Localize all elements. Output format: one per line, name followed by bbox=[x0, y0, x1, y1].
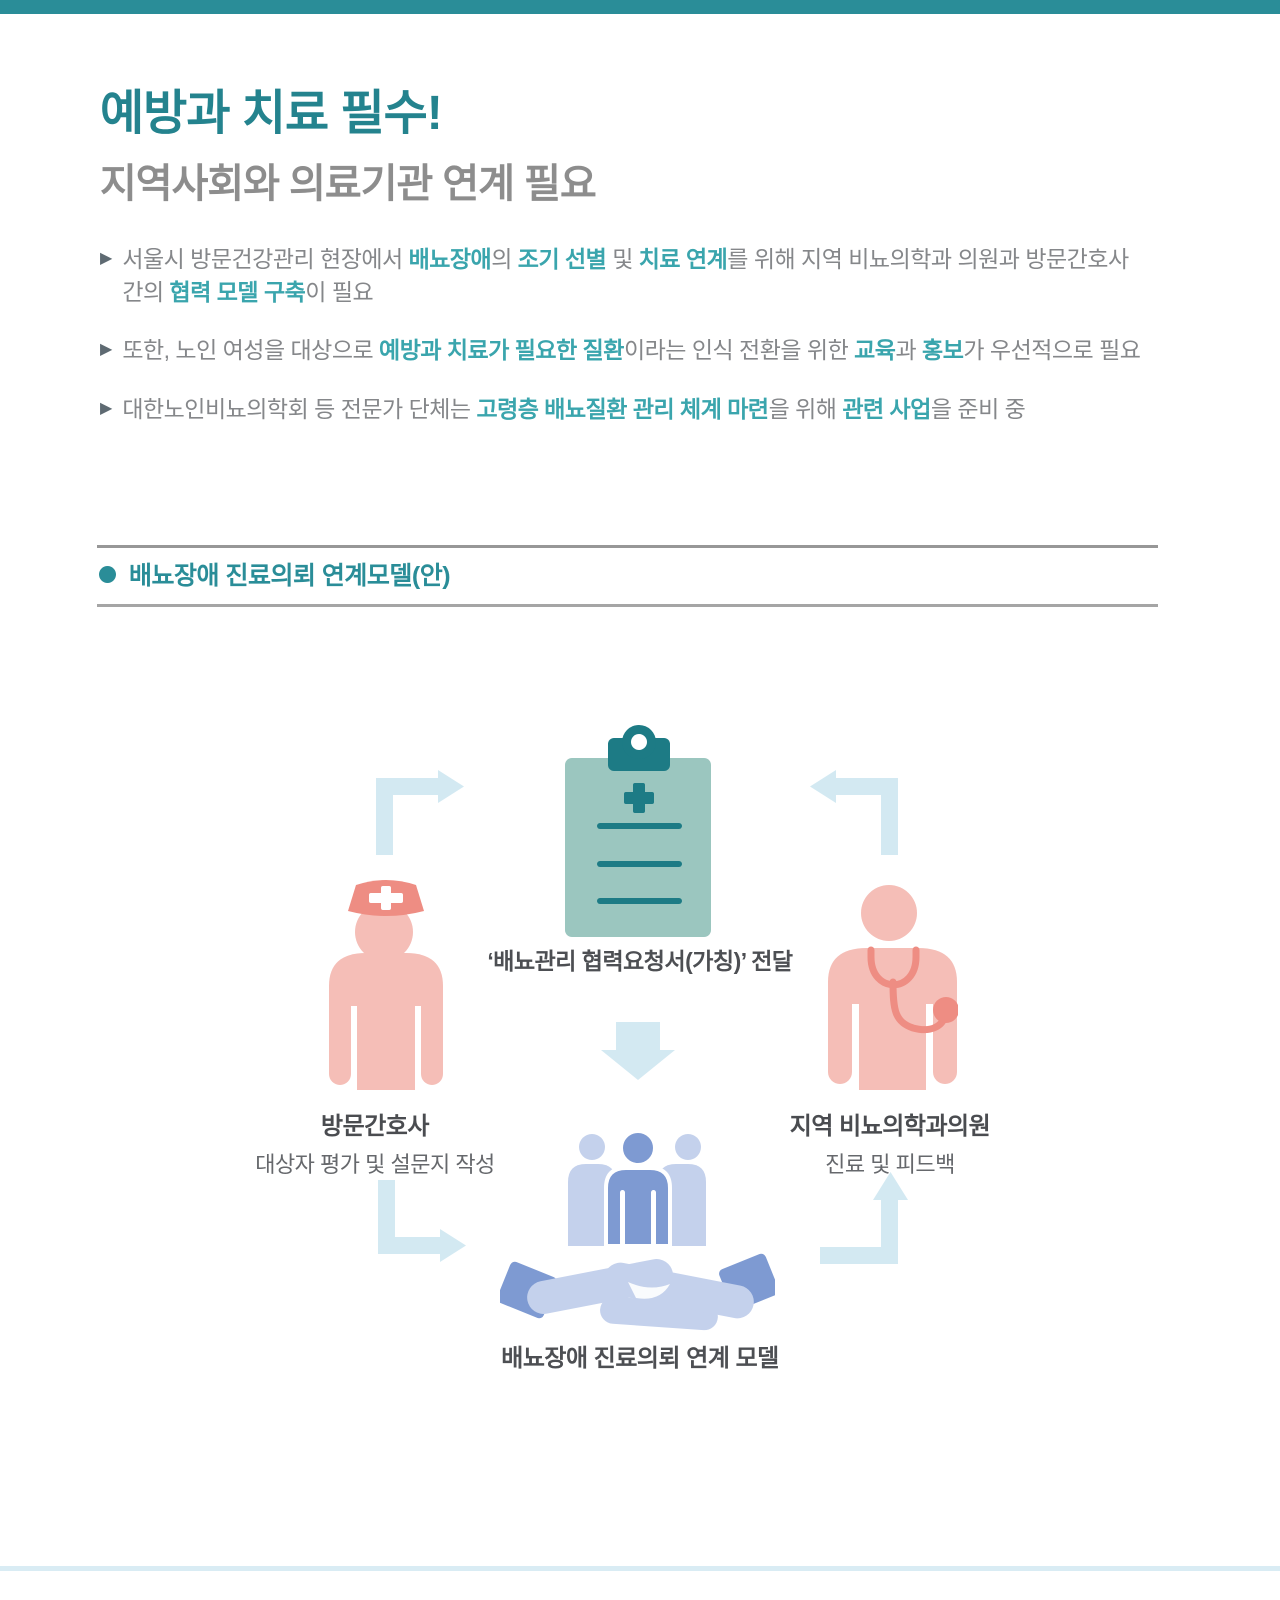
request-label: ‘배뇨관리 협력요청서(가칭)’ 전달 bbox=[487, 948, 793, 974]
doctor-label: 지역 비뇨의학과의원 진료 및 피드백 bbox=[740, 1106, 1040, 1179]
page-title: 예방과 치료 필수! bbox=[100, 87, 443, 140]
arrow-left-icon bbox=[810, 770, 898, 855]
section-header: 배뇨장애 진료의뢰 연계모델(안) bbox=[99, 556, 451, 592]
nurse-title: 방문간호사 bbox=[321, 1113, 429, 1140]
arrow-down-icon bbox=[601, 1022, 675, 1080]
bottom-accent-bar bbox=[0, 1566, 1280, 1571]
triangle-bullet-icon: ▶ bbox=[100, 399, 113, 417]
people-group-icon bbox=[568, 1129, 706, 1246]
section-title: 배뇨장애 진료의뢰 연계모델(안) bbox=[129, 562, 451, 590]
arrow-right-icon bbox=[376, 770, 464, 855]
bullet-text: 서울시 방문건강관리 현장에서 배뇨장애의 조기 선별 및 치료 연계를 위해 … bbox=[122, 246, 1129, 305]
doctor-icon bbox=[828, 885, 958, 1090]
arrow-up-icon bbox=[820, 1172, 908, 1264]
model-label: 배뇨장애 진료의뢰 연계 모델 bbox=[501, 1345, 779, 1372]
top-accent-bar bbox=[0, 0, 1280, 14]
bullet-text: 대한노인비뇨의학회 등 전문가 단체는 고령층 배뇨질환 관리 체계 마련을 위… bbox=[122, 395, 1026, 422]
section-divider-bottom bbox=[97, 604, 1158, 607]
handshake-icon bbox=[500, 1253, 775, 1331]
nurse-desc: 대상자 평가 및 설문지 작성 bbox=[255, 1152, 495, 1177]
triangle-bullet-icon: ▶ bbox=[100, 341, 113, 359]
referral-model-diagram: ‘배뇨관리 협력요청서(가칭)’ 전달 방문간호사 대상자 평가 및 설문지 작… bbox=[0, 620, 1280, 1520]
section-dot-icon bbox=[99, 565, 116, 583]
doctor-title: 지역 비뇨의학과의원 bbox=[789, 1113, 991, 1140]
section-divider-top bbox=[97, 545, 1158, 548]
bullet-list: ▶ 서울시 방문건강관리 현장에서 배뇨장애의 조기 선별 및 치료 연계를 위… bbox=[100, 243, 1150, 452]
bullet-item: ▶ 서울시 방문건강관리 현장에서 배뇨장애의 조기 선별 및 치료 연계를 위… bbox=[100, 243, 1150, 308]
nurse-icon bbox=[329, 880, 443, 1090]
bullet-text: 또한, 노인 여성을 대상으로 예방과 치료가 필요한 질환이라는 인식 전환을… bbox=[122, 337, 1141, 364]
clipboard-icon bbox=[565, 725, 711, 937]
arrow-right-icon bbox=[378, 1180, 466, 1262]
nurse-label: 방문간호사 대상자 평가 및 설문지 작성 bbox=[225, 1106, 525, 1179]
bullet-item: ▶ 대한노인비뇨의학회 등 전문가 단체는 고령층 배뇨질환 관리 체계 마련을… bbox=[100, 393, 1150, 426]
bullet-item: ▶ 또한, 노인 여성을 대상으로 예방과 치료가 필요한 질환이라는 인식 전… bbox=[100, 334, 1150, 367]
triangle-bullet-icon: ▶ bbox=[100, 250, 113, 267]
page-subtitle: 지역사회와 의료기관 연계 필요 bbox=[100, 162, 597, 206]
